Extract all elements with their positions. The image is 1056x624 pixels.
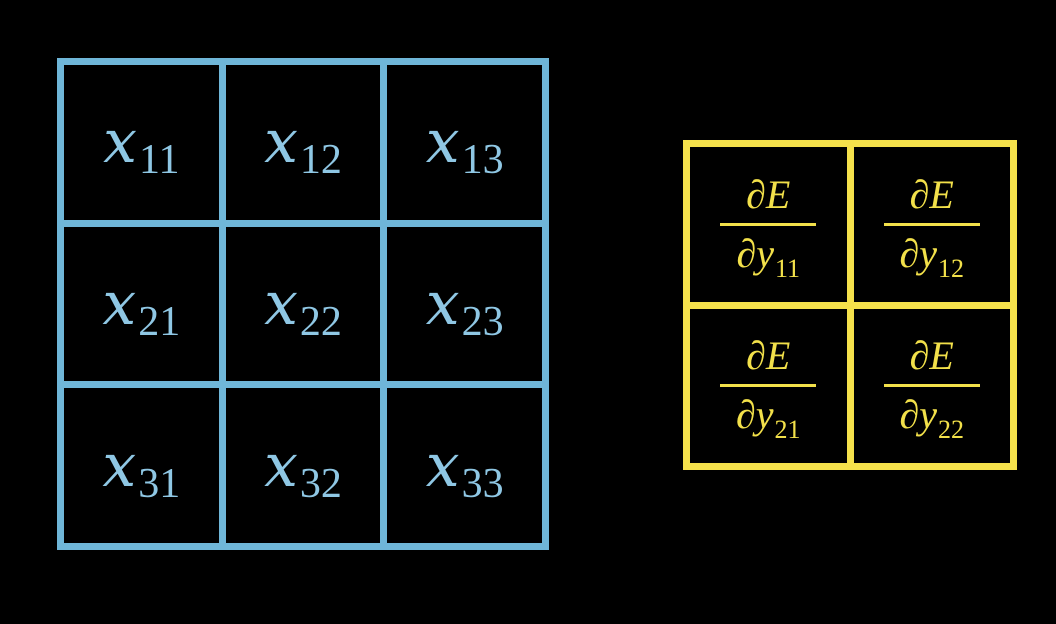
fraction-bar	[720, 384, 817, 388]
x-subscript: 22	[299, 298, 342, 345]
x-subscript: 21	[138, 298, 181, 345]
dEdy-cell-22: ∂E ∂y22	[853, 308, 1010, 463]
error-var: E	[765, 171, 791, 217]
partial-symbol: ∂	[899, 392, 920, 438]
x-subscript: 13	[461, 137, 504, 184]
y-var: y	[755, 392, 774, 438]
partial-symbol: ∂	[746, 171, 766, 217]
dEdy-matrix: ∂E ∂y11 ∂E ∂y12 ∂E ∂y21 ∂E ∂y22	[683, 140, 1017, 470]
fraction-numerator: ∂E	[910, 334, 954, 378]
partial-symbol: ∂	[735, 392, 756, 438]
dEdy-cell-12: ∂E ∂y12	[853, 147, 1010, 302]
y-var: y	[919, 392, 938, 438]
fraction-denominator: ∂y22	[899, 392, 964, 444]
y-subscript: 21	[774, 415, 801, 445]
x-subscript: 33	[461, 460, 504, 507]
fraction-numerator: ∂E	[909, 171, 954, 217]
x-var: x	[264, 268, 298, 339]
x-subscript: 31	[138, 460, 181, 507]
fraction: ∂E ∂y11	[720, 171, 817, 283]
fraction-bar	[883, 222, 980, 226]
y-subscript: 12	[938, 253, 965, 283]
error-var: E	[929, 333, 954, 379]
x-var: x	[103, 107, 138, 178]
fraction-denominator: ∂y21	[735, 392, 801, 444]
x-var: x	[264, 430, 298, 501]
error-var: E	[765, 333, 791, 379]
x-subscript: 32	[299, 460, 342, 507]
fraction-numerator: ∂E	[746, 334, 790, 378]
x-subscript: 23	[461, 298, 504, 345]
y-subscript: 11	[774, 253, 801, 283]
y-var: y	[919, 230, 938, 276]
fraction-numerator: ∂E	[746, 171, 791, 217]
x-var: x	[102, 268, 137, 339]
fraction-denominator: ∂y12	[899, 230, 964, 282]
fraction-bar	[720, 222, 817, 226]
partial-symbol: ∂	[909, 171, 930, 217]
partial-symbol: ∂	[746, 333, 766, 379]
dEdy-cell-11: ∂E ∂y11	[690, 147, 847, 302]
partial-symbol: ∂	[909, 333, 930, 379]
y-var: y	[756, 230, 774, 276]
fraction: ∂E ∂y12	[883, 171, 980, 283]
error-var: E	[929, 171, 954, 217]
partial-symbol: ∂	[899, 230, 920, 276]
x-var: x	[425, 107, 460, 178]
x-subscript: 12	[299, 137, 342, 184]
x-var: x	[425, 430, 460, 501]
dEdy-cell-21: ∂E ∂y21	[690, 308, 847, 463]
fraction-denominator: ∂y11	[736, 230, 800, 282]
fraction-bar	[883, 384, 980, 388]
x-var: x	[264, 107, 298, 178]
x-subscript: 11	[139, 137, 180, 184]
fraction: ∂E ∂y21	[720, 334, 817, 444]
x-var: x	[102, 430, 137, 501]
fraction: ∂E ∂y22	[883, 334, 980, 444]
x-var: x	[425, 268, 460, 339]
y-subscript: 22	[938, 415, 965, 445]
partial-symbol: ∂	[736, 230, 757, 276]
